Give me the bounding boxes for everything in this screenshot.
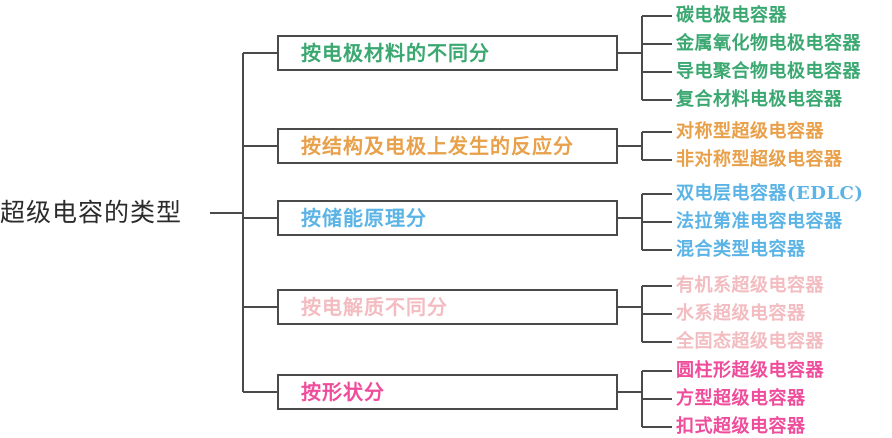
leaf-item-5-1[interactable]: 圆柱形超级电容器 <box>676 360 824 381</box>
branch-box-3[interactable]: 按储能原理分 <box>277 200 618 236</box>
leaf-item-2-1[interactable]: 对称型超级电容器 <box>676 121 824 142</box>
branch-box-1[interactable]: 按电极材料的不同分 <box>277 35 618 71</box>
branch-box-4[interactable]: 按电解质不同分 <box>277 289 618 325</box>
leaf-item-3-1[interactable]: 双电层电容器(EDLC) <box>676 183 864 204</box>
leaf-item-2-2[interactable]: 非对称型超级电容器 <box>676 149 843 170</box>
leaf-item-1-3[interactable]: 导电聚合物电极电容器 <box>676 61 861 82</box>
leaf-item-1-1[interactable]: 碳电极电容器 <box>676 5 787 26</box>
leaf-item-4-1[interactable]: 有机系超级电容器 <box>676 275 824 296</box>
branch-box-2[interactable]: 按结构及电极上发生的反应分 <box>277 128 618 164</box>
leaf-item-1-2[interactable]: 金属氧化物电极电容器 <box>676 33 861 54</box>
leaf-item-1-4[interactable]: 复合材料电极电容器 <box>676 89 843 110</box>
branch-box-5[interactable]: 按形状分 <box>277 374 618 410</box>
leaf-item-3-2[interactable]: 法拉第准电容电容器 <box>676 211 843 232</box>
leaf-item-4-2[interactable]: 水系超级电容器 <box>676 303 806 324</box>
branch-label-3: 按储能原理分 <box>301 206 427 230</box>
branch-label-2: 按结构及电极上发生的反应分 <box>301 134 574 158</box>
root-node-label: 超级电容的类型 <box>0 198 183 227</box>
branch-label-1: 按电极材料的不同分 <box>301 41 490 65</box>
leaf-item-4-3[interactable]: 全固态超级电容器 <box>676 331 824 352</box>
leaf-item-5-2[interactable]: 方型超级电容器 <box>676 388 806 409</box>
leaf-item-3-3[interactable]: 混合类型电容器 <box>676 239 806 260</box>
leaf-item-5-3[interactable]: 扣式超级电容器 <box>676 416 806 437</box>
branch-label-4: 按电解质不同分 <box>301 295 448 319</box>
branch-label-5: 按形状分 <box>301 380 385 404</box>
